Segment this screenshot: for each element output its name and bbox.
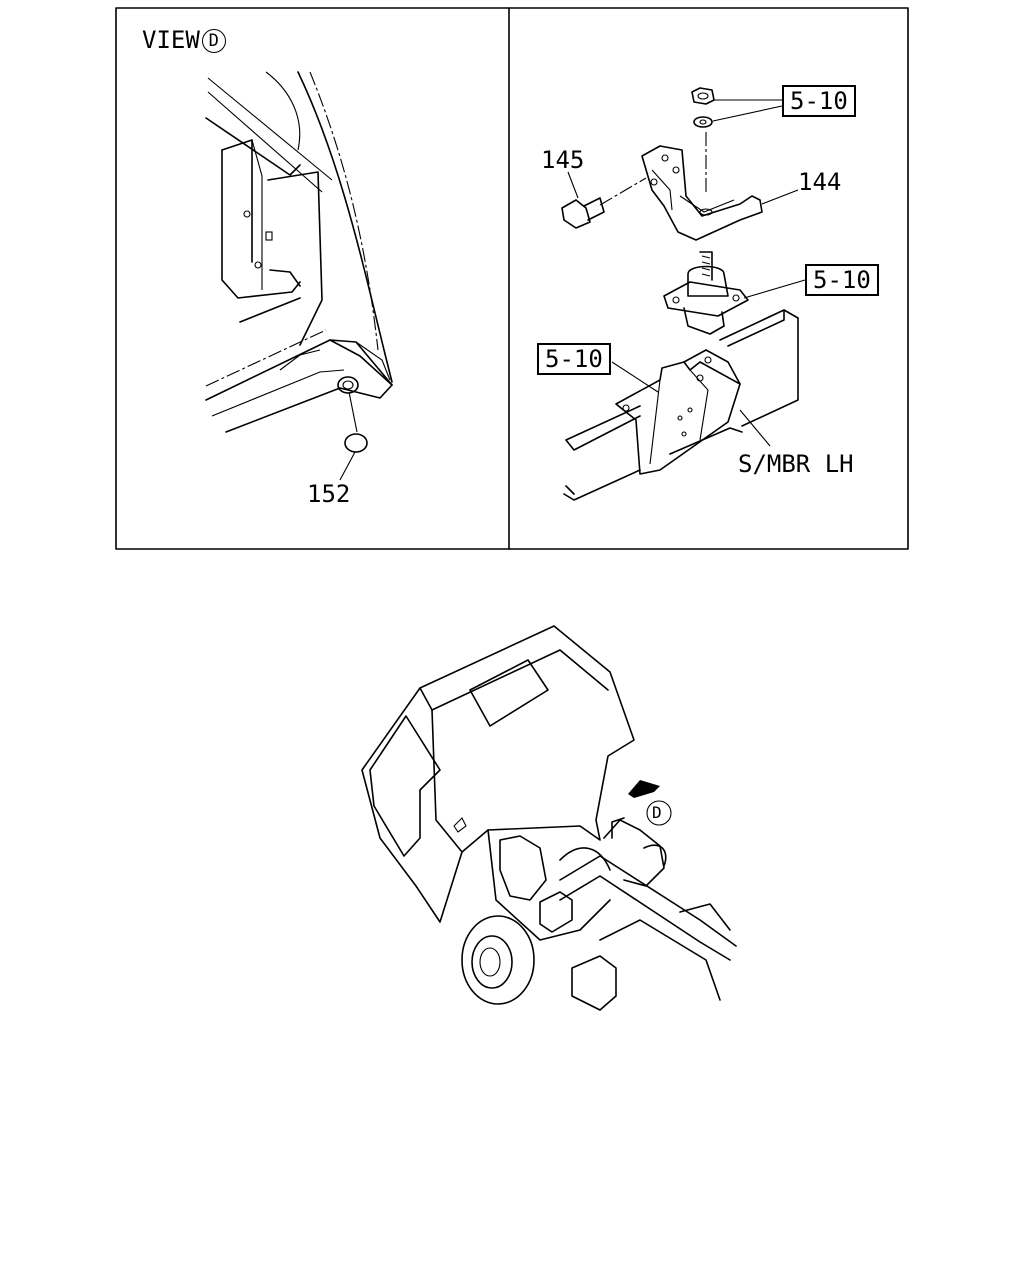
- part-label-144[interactable]: 144: [798, 168, 842, 196]
- ref-label-mount[interactable]: 5-10: [805, 264, 879, 296]
- truck-overview-drawing: [361, 625, 737, 1011]
- part-label-152[interactable]: 152: [307, 480, 351, 508]
- view-marker-circle: D: [201, 29, 226, 53]
- cab-mount-assembly-drawing: [561, 87, 806, 501]
- ref-label-bracket[interactable]: 5-10: [537, 343, 611, 375]
- part-label-145[interactable]: 145: [541, 146, 585, 174]
- diagram-frame: [115, 7, 909, 550]
- cab-floor-corner-drawing: [205, 71, 393, 481]
- member-label: S/MBR LH: [738, 450, 854, 478]
- view-title-text: VIEW: [142, 26, 200, 54]
- overview-view-marker: D: [652, 803, 662, 822]
- ref-label-nut-washer[interactable]: 5-10: [782, 85, 856, 117]
